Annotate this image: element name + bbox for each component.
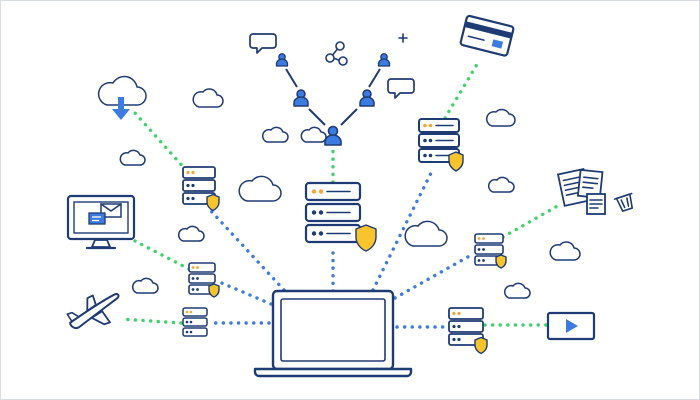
user-icon [275,53,289,67]
link-user-left-top [285,68,298,88]
user-icon [377,53,391,67]
share-icon [325,41,348,66]
plus-icon [398,33,408,43]
shield-icon [206,193,220,212]
shield-icon [208,283,220,298]
cloud-icon [238,175,282,202]
background-clouds [119,88,581,299]
chat-bubble-icon [249,33,277,54]
link-laptop-server-upper-right [371,167,435,292]
cloud-icon [192,88,224,108]
user-icon [324,125,342,146]
link-laptop-server-mid-left [215,279,273,306]
server-icon [182,307,208,337]
user-icon [359,89,375,107]
server-mid-right [474,233,507,269]
server-upper-right [418,118,464,172]
link-server-credit-card [443,59,481,120]
documents-icon [556,167,634,215]
connections [119,59,563,329]
shield-icon [495,254,507,269]
laptop-base [253,367,413,378]
desktop-mail-icon [66,194,136,250]
cloud-icon [486,108,516,127]
laptop-display [280,298,386,362]
shield-icon [474,336,488,355]
link-server-desktop [133,239,191,271]
cloud-icon [487,176,515,193]
cloud-icon [131,277,159,294]
link-server-cloud-download [133,111,188,172]
credit-card-icon [459,14,515,57]
server-icon [304,181,362,244]
airplane-icon [66,293,120,330]
server-icon [448,307,484,346]
server-low-right [448,307,488,355]
video-player-icon [546,311,596,341]
server-icon [418,118,460,163]
shield-icon [355,224,377,252]
trash-icon [613,192,634,212]
chat-bubble-icon [387,78,415,99]
user-icon [293,89,309,107]
cloud-icon [503,282,531,299]
server-low-left [182,307,208,337]
laptop-icon [253,289,413,378]
cloud-icon [119,149,146,166]
link-user-user-left [308,108,326,126]
link-user-right-top [368,68,381,88]
link-server-airplane [119,317,183,325]
cloud-icon [261,126,289,143]
server-mid-left [188,262,220,298]
link-server-documents [501,202,563,239]
link-user-user-right [340,108,358,126]
shield-icon [448,151,464,172]
cloud-icon [300,126,327,143]
cloud-icon [549,241,581,261]
server-upper-left [182,166,220,212]
link-laptop-server-mid-right [393,252,475,300]
main-server [304,181,377,252]
cloud-icon [177,225,205,242]
cloud-download-icon [97,75,147,120]
link-laptop-server-upper-left [209,209,286,292]
cloud-icon [404,220,448,247]
